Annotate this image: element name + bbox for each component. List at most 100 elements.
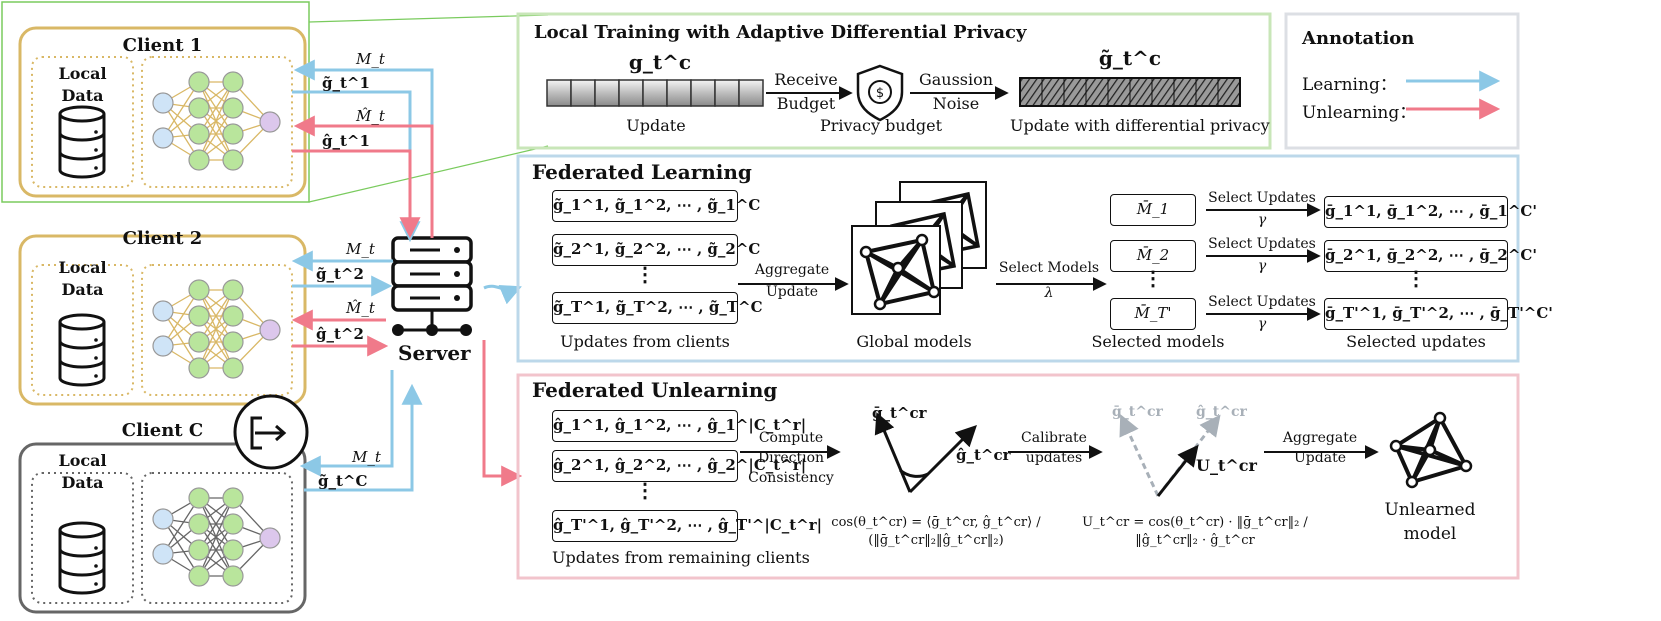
- fl-update-row: g̃_2^1, g̃_2^2, ⋯ , g̃_2^C: [552, 234, 760, 266]
- gamma-label: γ: [1257, 212, 1267, 228]
- local-data-label: Local: [58, 451, 107, 470]
- fu-title: Federated Unlearning: [532, 378, 778, 402]
- server-icon: [391, 236, 473, 336]
- server-label: Server: [398, 341, 471, 365]
- receive-label: Receive: [774, 70, 838, 89]
- calibration-formula: U_t^cr = cos(θ_t^cr) · ‖ḡ_t^cr‖₂ / ‖ĝ_t^…: [1082, 515, 1308, 548]
- update-vector-bar: [546, 79, 764, 107]
- model-label: M_t: [352, 448, 381, 466]
- selected-models-label: Selected models: [1091, 332, 1225, 351]
- local-data-label: Local: [58, 258, 107, 277]
- fu-panel: [516, 373, 1520, 580]
- updates-label: updates: [1025, 450, 1083, 466]
- clientc-title: Client C: [121, 420, 204, 441]
- calibrate-label: Calibrate: [1021, 430, 1087, 446]
- compute-label: Compute: [758, 430, 824, 446]
- dp-update-label: Update with differential privacy: [1010, 116, 1270, 135]
- selected-update-row: ḡ_T'^1, ḡ_T'^2, ⋯ , ḡ_T'^C': [1324, 298, 1553, 330]
- database-icon: [58, 105, 106, 179]
- calibrated-vector-label: U_t^cr: [1196, 456, 1257, 475]
- fl-title: Federated Learning: [532, 160, 752, 184]
- model-label: model: [1403, 524, 1457, 544]
- annotation-panel: [1284, 12, 1520, 150]
- unlearn-update-label: ĝ_t^1: [322, 132, 370, 150]
- gaussian-label: Gaussion: [918, 70, 994, 89]
- clientc-arrows: [299, 370, 423, 492]
- database-icon: [58, 521, 106, 595]
- update-label: Update: [626, 116, 686, 135]
- ellipsis: ⋮: [1143, 266, 1163, 290]
- bar-vector-label: ḡ_t^cr: [872, 404, 927, 422]
- ellipsis: ⋮: [635, 478, 655, 502]
- model-label: M_t: [356, 50, 385, 68]
- privacy-budget-label: Privacy budget: [819, 116, 943, 135]
- noised-update-bar: [1019, 77, 1241, 107]
- server-to-panels-arrows: [482, 284, 523, 487]
- svg-text:$: $: [876, 86, 884, 101]
- neural-network-icon: [152, 71, 281, 171]
- learning-legend-label: Learning：: [1302, 75, 1397, 95]
- global-models-icon: [851, 181, 987, 315]
- fl-panel: [516, 154, 1520, 363]
- cosine-formula: cos(θ_t^cr) = ⟨ḡ_t^cr, ĝ_t^cr⟩ / (‖ḡ_t^c…: [831, 515, 1041, 548]
- local-data-label: Data: [61, 280, 104, 299]
- fl-update-row: g̃_1^1, g̃_1^2, ⋯ , g̃_1^C: [552, 190, 760, 222]
- selected-model-box: M̄_1: [1110, 194, 1196, 226]
- budget-label: Budget: [776, 94, 836, 113]
- selected-model-box: M̄_2: [1110, 240, 1196, 272]
- unlearning-legend-label: Unlearning：: [1302, 103, 1417, 123]
- selected-update-row: ḡ_2^1, ḡ_2^2, ⋯ , ḡ_2^C': [1324, 240, 1537, 272]
- ldp-panel: [516, 12, 1272, 150]
- unlearn-update-label: ĝ_t^2: [316, 325, 364, 343]
- fl-update-row: g̃_T^1, g̃_T^2, ⋯ , g̃_T^C: [552, 292, 763, 324]
- client2-arrows: [291, 250, 393, 357]
- selected-update-row: ḡ_1^1, ḡ_1^2, ⋯ , ḡ_1^C': [1324, 196, 1537, 228]
- fu-update-row: ĝ_1^1, ĝ_1^2, ⋯ , ĝ_1^|C_t^r|: [552, 410, 806, 442]
- remaining-updates-label: Updates from remaining clients: [552, 548, 810, 567]
- local-data-label: Data: [61, 473, 104, 492]
- update-label: Update: [1294, 450, 1346, 466]
- select-models-label: Select Models: [998, 260, 1100, 276]
- select-updates-label: Select Updates: [1208, 294, 1316, 310]
- updates-from-clients-label: Updates from clients: [560, 332, 730, 351]
- selected-updates-label: Selected updates: [1346, 332, 1486, 351]
- gamma-label: γ: [1257, 316, 1267, 332]
- exit-icon: [233, 394, 309, 470]
- ellipsis: ⋮: [1406, 266, 1426, 290]
- aggregate-label: Aggregate: [754, 262, 830, 278]
- bar-vector-label: ḡ_t^cr: [1112, 404, 1163, 420]
- unlearned-model-icon: [1389, 411, 1473, 489]
- hat-vector-label: ĝ_t^cr: [956, 446, 1011, 464]
- database-icon: [58, 313, 106, 387]
- update-label: g̃_t^C: [318, 472, 368, 490]
- annotation-title: Annotation: [1302, 28, 1415, 49]
- model-label: M_t: [346, 240, 375, 258]
- local-data-label: Data: [61, 86, 104, 105]
- angle-vectors-icon: [874, 412, 977, 494]
- local-data-label: Local: [58, 64, 107, 83]
- selected-model-box: M̄_T': [1110, 298, 1196, 330]
- dp-update-symbol: g̃_t^c: [1098, 46, 1162, 70]
- calibrated-vectors-icon: [1119, 414, 1221, 497]
- unlearn-model-label: M̂_t: [356, 107, 385, 125]
- update-label: Update: [766, 284, 818, 300]
- hat-vector-label: ĝ_t^cr: [1196, 404, 1247, 420]
- lambda-label: λ: [1044, 285, 1054, 301]
- ldp-title: Local Training with Adaptive Differentia…: [534, 22, 1027, 43]
- aggregate-label: Aggregate: [1282, 430, 1358, 446]
- update-label: g̃_t^1: [322, 74, 370, 92]
- ellipsis: ⋮: [635, 262, 655, 286]
- client2-title: Client 2: [122, 228, 203, 249]
- noise-label: Noise: [932, 94, 980, 113]
- select-updates-label: Select Updates: [1208, 236, 1316, 252]
- update-label: g̃_t^2: [316, 265, 364, 283]
- global-models-label: Global models: [856, 332, 972, 351]
- shield-icon: $: [856, 64, 904, 122]
- gamma-label: γ: [1257, 258, 1267, 274]
- fu-update-row: ĝ_T'^1, ĝ_T'^2, ⋯ , ĝ_T'^|C_t^r|: [552, 510, 822, 542]
- consistency-label: Consistency: [748, 470, 834, 486]
- client1-highlight-frame: [1, 1, 549, 203]
- client1-unlearning-arrows: [292, 115, 434, 239]
- client1-title: Client 1: [122, 35, 203, 56]
